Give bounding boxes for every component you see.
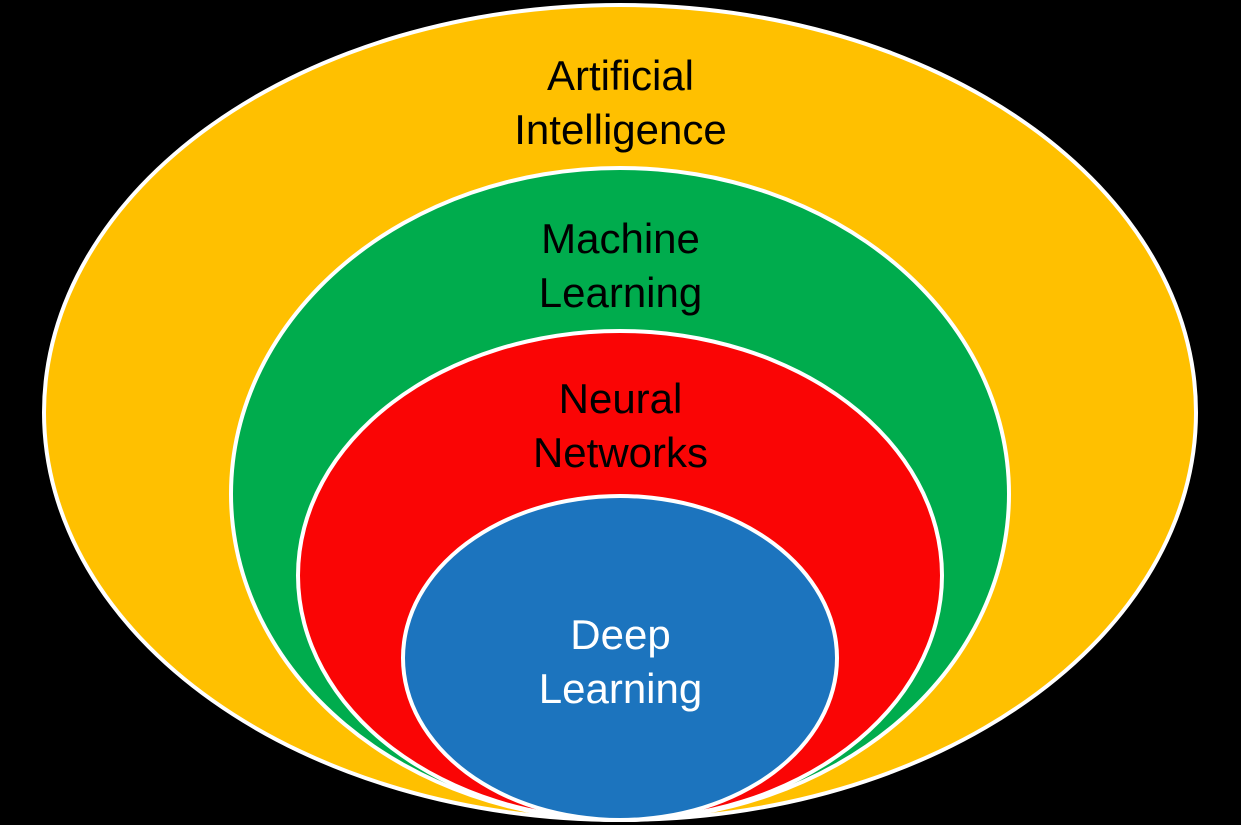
label-deep-learning: Deep Learning <box>538 611 703 712</box>
label-neural-networks: Neural Networks <box>532 375 709 476</box>
label-artificial-intelligence: Artificial Intelligence <box>514 52 727 153</box>
ellipse-deep-learning <box>401 494 839 822</box>
label-machine-learning: Machine Learning <box>538 215 703 316</box>
